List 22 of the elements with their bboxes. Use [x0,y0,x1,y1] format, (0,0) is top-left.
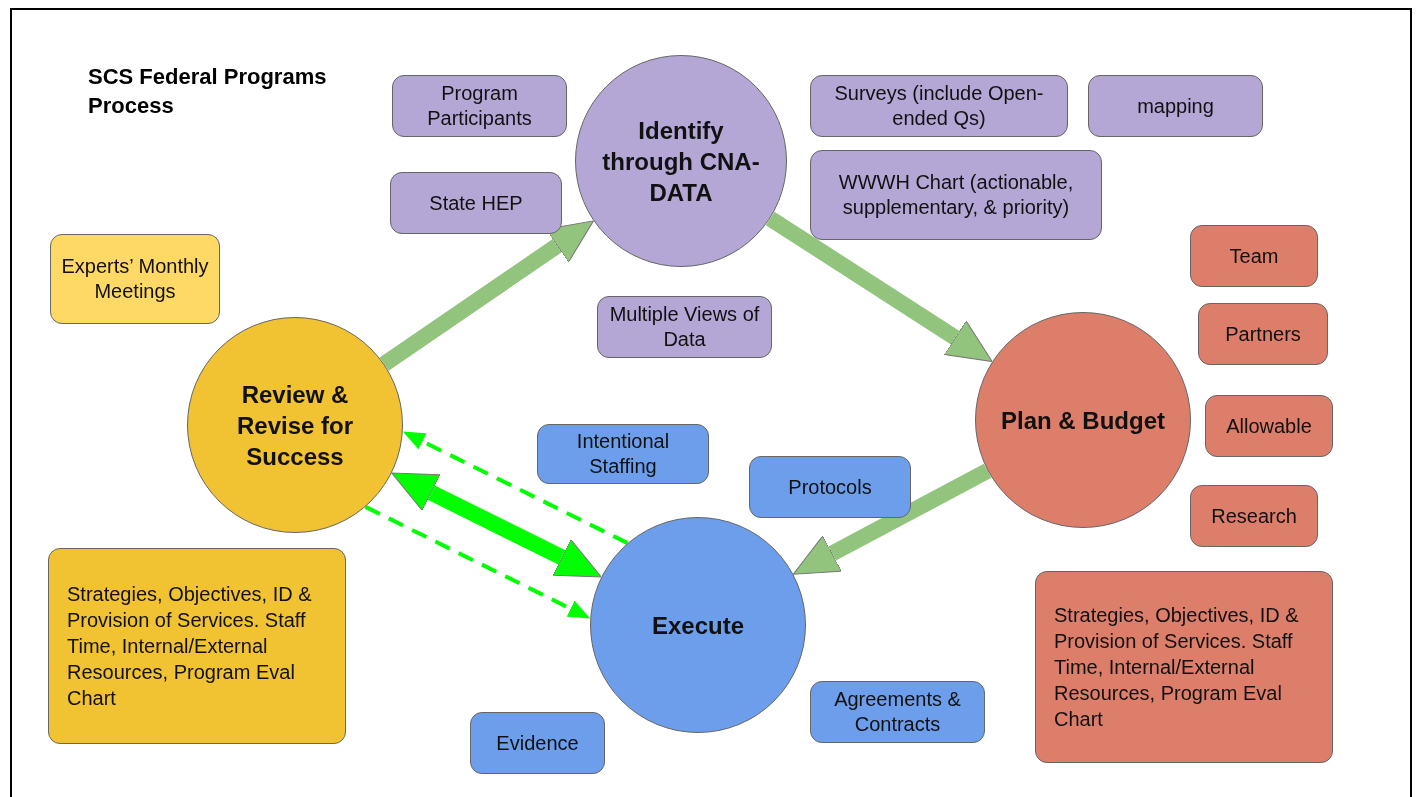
note-box: Protocols [749,456,911,518]
note-box: Intentional Staffing [537,424,709,484]
note-box: Multiple Views of Data [597,296,772,358]
note-box: State HEP [390,172,562,234]
stage-circle: Review & Revise for Success [187,317,403,533]
note-box: Strategies, Objectives, ID & Provision of Services. Staff Time, Internal/External Resources, Program Eval Chart [48,548,346,744]
note-box: Program Participants [392,75,567,137]
note-box: Surveys (include Open-ended Qs) [810,75,1068,137]
note-box: Team [1190,225,1318,287]
stage-circle: Execute [590,517,806,733]
note-box: Agreements & Contracts [810,681,985,743]
note-box: mapping [1088,75,1263,137]
note-box: Partners [1198,303,1328,365]
stage-circle: Plan & Budget [975,312,1191,528]
note-box: WWWH Chart (actionable, supplementary, & priority) [810,150,1102,240]
note-box: Allowable [1205,395,1333,457]
stage-circle: Identify through CNA-DATA [575,55,787,267]
note-box: Experts’ Monthly Meetings [50,234,220,324]
note-box: Research [1190,485,1318,547]
note-box: Evidence [470,712,605,774]
note-box: Strategies, Objectives, ID & Provision of Services. Staff Time, Internal/External Resources, Program Eval Chart [1035,571,1333,763]
diagram-title: SCS Federal Programs Process [88,63,328,120]
